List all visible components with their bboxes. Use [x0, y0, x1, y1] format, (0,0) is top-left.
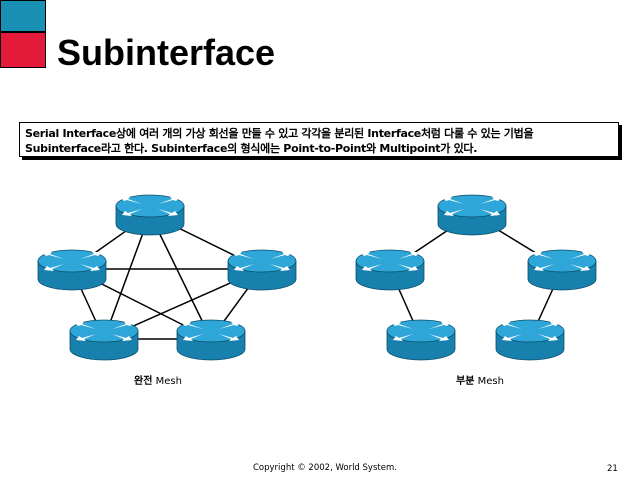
description-line-1: Serial Interface상에 여러 개의 가상 회선을 만들 수 있고 … [25, 127, 534, 140]
accent-square-top [0, 0, 46, 32]
router-icon [527, 249, 597, 291]
router-icon [437, 194, 507, 236]
router-icon [495, 319, 565, 361]
full-mesh-caption-rest: Mesh [152, 376, 182, 387]
partial-mesh-caption-rest: Mesh [474, 376, 504, 387]
partial-mesh-caption-bold: 부분 [456, 376, 475, 387]
router-icon [386, 319, 456, 361]
router-icon [37, 249, 107, 291]
full-mesh-caption-bold: 완전 [134, 376, 153, 387]
page-number: 21 [607, 464, 618, 474]
slide-title: Subinterface [57, 32, 276, 73]
description-box: Serial Interface상에 여러 개의 가상 회선을 만들 수 있고 … [19, 122, 619, 157]
router-icon [176, 319, 246, 361]
router-icon [115, 194, 185, 236]
router-icon [227, 249, 297, 291]
footer-copyright: Copyright © 2002, World System. [253, 463, 397, 473]
description-line-2: Subinterface라고 한다. Subinterface의 형식에는 Po… [25, 142, 478, 155]
router-icon [355, 249, 425, 291]
full-mesh-caption: 완전 Mesh [134, 376, 182, 388]
accent-square-bottom [0, 32, 46, 68]
router-icon [69, 319, 139, 361]
partial-mesh-caption: 부분 Mesh [456, 376, 504, 388]
